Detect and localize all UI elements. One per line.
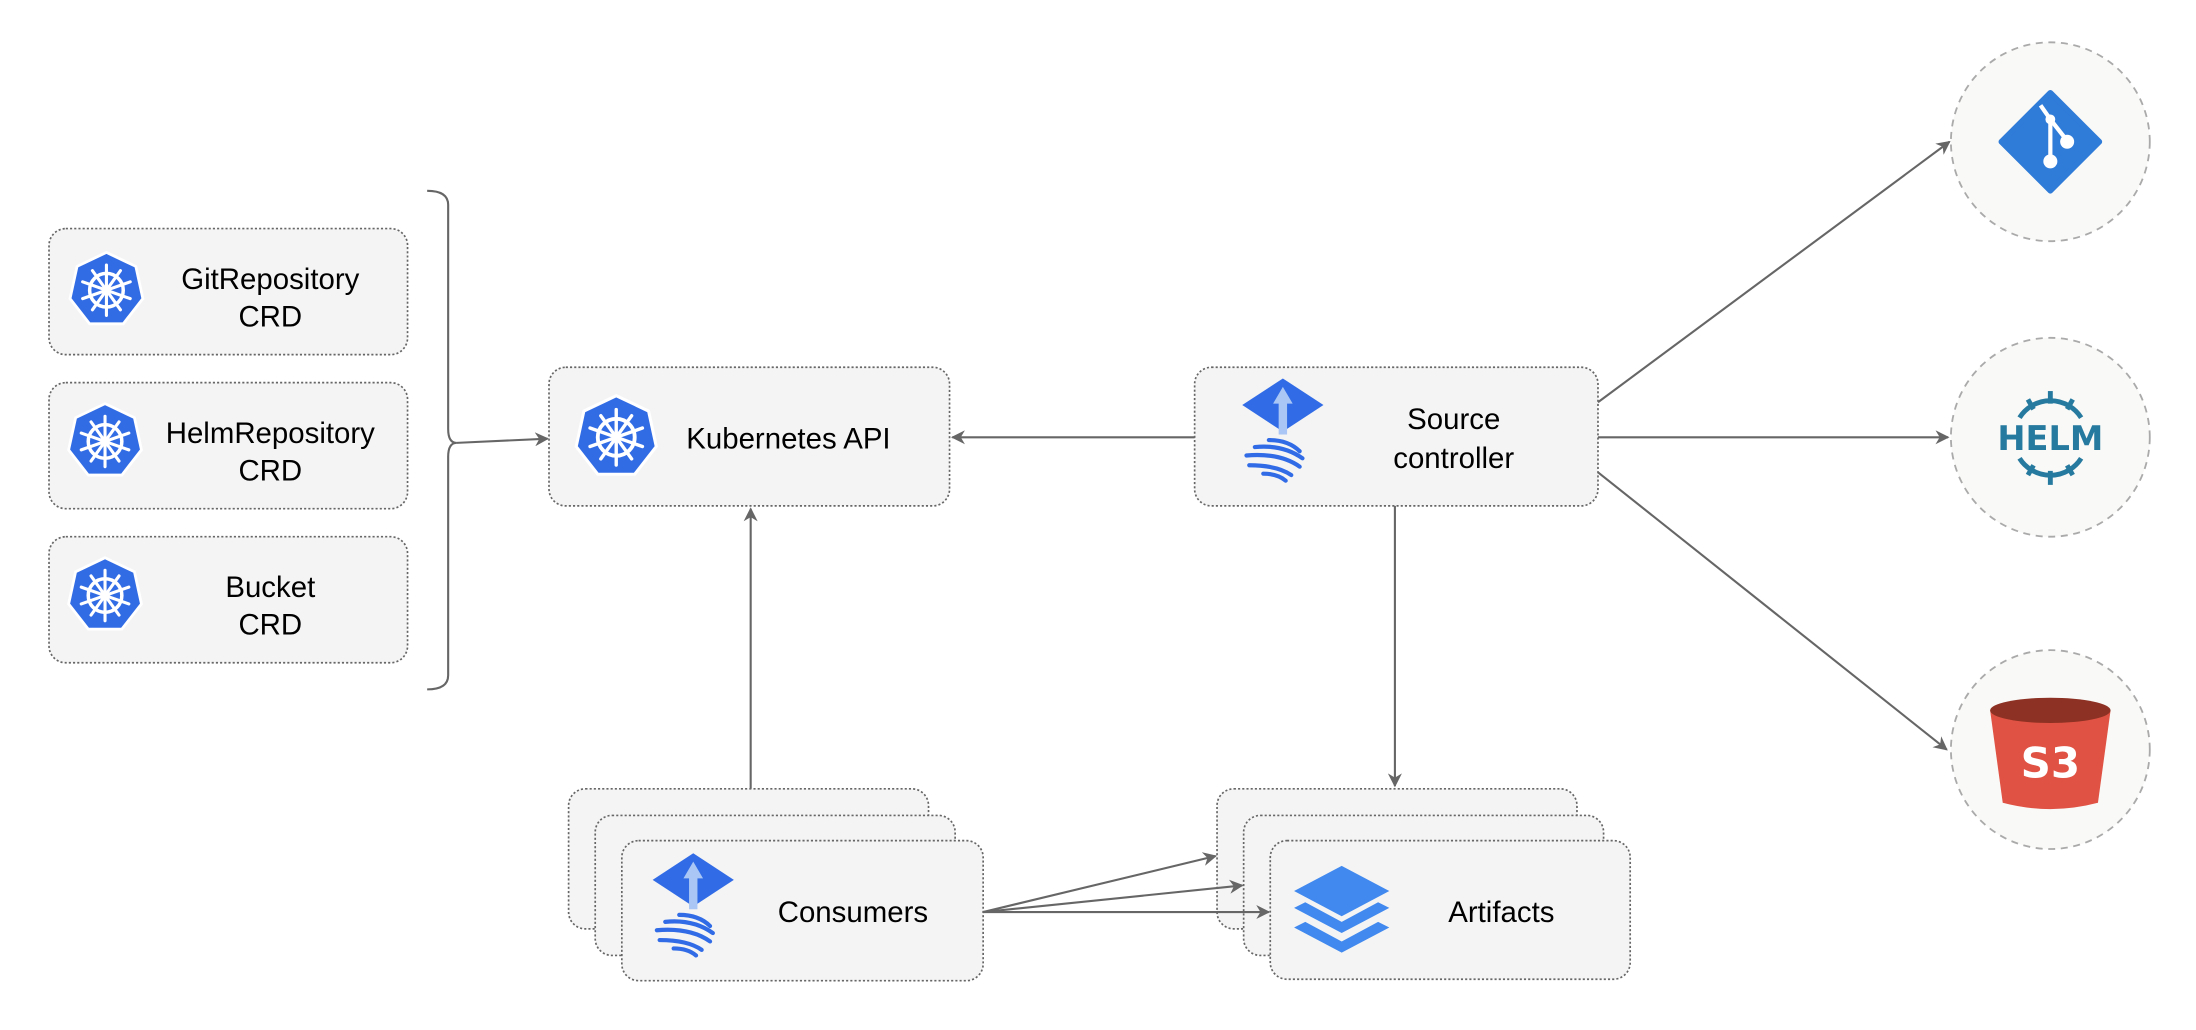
- artifacts-label: Artifacts: [1448, 896, 1554, 929]
- node-box: [548, 366, 951, 507]
- edge-source-to-git: [1597, 140, 1951, 404]
- helm-icon: [2017, 391, 2084, 485]
- kubernetes-icon: [66, 555, 144, 631]
- s3-label: S3: [2021, 739, 2080, 788]
- source-controller-label: Source: [1407, 403, 1500, 436]
- kubernetes-icon: [574, 393, 659, 477]
- node-box: [1193, 366, 1599, 507]
- kubernetes-icon: [66, 401, 144, 477]
- crd-label: HelmRepository: [166, 417, 375, 450]
- crd-helmrepository[interactable]: HelmRepository CRD: [48, 381, 409, 510]
- crd-bucket[interactable]: Bucket CRD: [48, 535, 409, 664]
- stack-card: [1269, 839, 1632, 981]
- consumers-node[interactable]: Consumers: [567, 787, 984, 982]
- consumers-label: Consumers: [778, 896, 928, 929]
- artifacts-node[interactable]: Artifacts: [1216, 787, 1632, 981]
- crd-box: [48, 535, 409, 664]
- git-source[interactable]: [1950, 41, 2151, 243]
- source-circle: [1950, 336, 2151, 538]
- helm-source[interactable]: HELM: [1950, 336, 2151, 538]
- crd-group-bracket: [427, 189, 457, 691]
- kubernetes-icon: [68, 250, 145, 326]
- source-controller-node[interactable]: Source controller: [1193, 366, 1599, 507]
- kubernetes-api-node[interactable]: Kubernetes API: [548, 366, 951, 507]
- crd-sublabel: CRD: [238, 455, 302, 488]
- edge-consumers-to-artifact: [982, 852, 1218, 914]
- edge-consumers-to-artifact: [983, 879, 1244, 914]
- crd-label: Bucket: [225, 571, 315, 604]
- source-controller-sublabel: controller: [1393, 442, 1514, 475]
- edge-crds-to-api: [456, 432, 549, 447]
- edge-source-to-s3: [1597, 471, 1948, 751]
- git-icon: [1998, 89, 2103, 194]
- s3-bucket-icon: [1990, 697, 2111, 810]
- crd-gitrepository[interactable]: GitRepository CRD: [48, 227, 409, 356]
- helm-label: HELM: [1997, 419, 2103, 458]
- s3-source[interactable]: S3: [1950, 649, 2151, 850]
- crd-box: [48, 381, 409, 510]
- crd-box: [48, 227, 409, 356]
- crd-sublabel: CRD: [238, 609, 302, 642]
- kubernetes-api-label: Kubernetes API: [686, 422, 890, 455]
- crd-sublabel: CRD: [238, 301, 302, 334]
- crd-label: GitRepository: [181, 263, 359, 296]
